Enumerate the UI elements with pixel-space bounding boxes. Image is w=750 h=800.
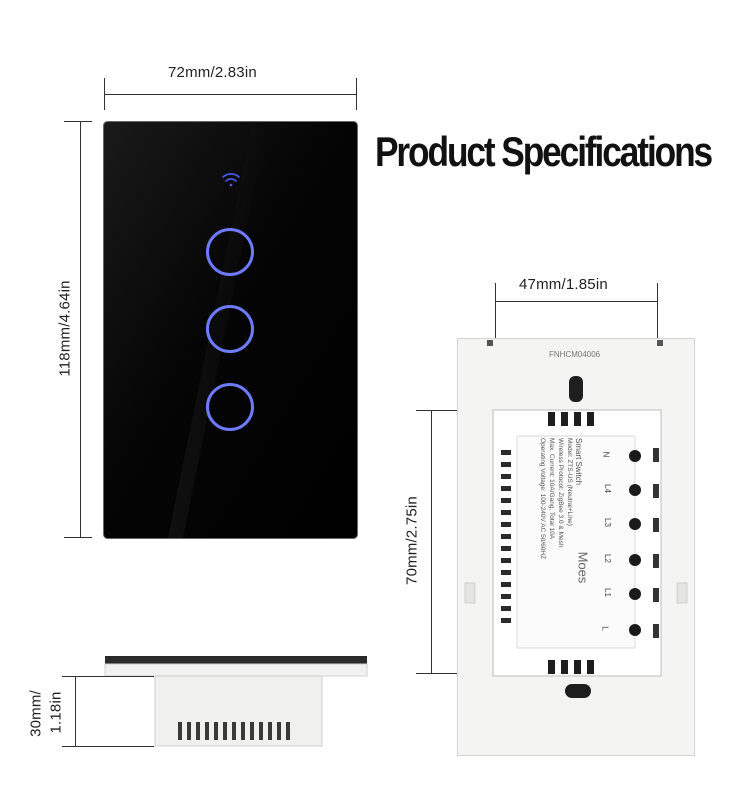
front-panel [103, 121, 358, 539]
touch-button-1 [206, 228, 254, 276]
serial-number: FNHCM04006 [549, 350, 601, 359]
touch-button-3 [206, 383, 254, 431]
front-height-tick-bottom [64, 537, 92, 538]
front-height-tick-top [64, 121, 92, 122]
terminal-label-l: L [600, 626, 610, 631]
module-width-label: 47mm/1.85in [519, 276, 608, 293]
terminal-label-l1: L1 [602, 588, 612, 597]
module-height-tick-bottom [416, 673, 494, 674]
front-width-line [104, 94, 357, 95]
module-height-line [431, 410, 432, 674]
depth-label-line1: 30mm/ [27, 690, 45, 737]
brand-logo: Moes [575, 551, 591, 584]
page-title: Product Specifications [375, 128, 713, 175]
touch-button-2 [206, 305, 254, 353]
side-view [104, 656, 368, 747]
module-height-tick-top [416, 410, 494, 411]
back-view: FNHCM04006 Smart Switch Model: ZTS-US (N… [457, 338, 695, 756]
label-line: Wireless Protocol: ZigBee 3.0 & Mesh [557, 438, 564, 548]
front-height-label: 118mm/4.64in [56, 280, 74, 377]
back-view-drawing [457, 338, 695, 756]
product-label-text: Smart Switch Model: ZTS-US (Neutral+Line… [523, 438, 583, 658]
terminal-label-l2: L2 [602, 554, 612, 563]
label-line: Smart Switch [574, 438, 583, 486]
module-width-line [495, 301, 658, 302]
label-line: Max. Current: 10A/Gang, Total 10A [548, 438, 555, 540]
depth-tick-top [62, 676, 154, 677]
terminal-label-n: N [601, 451, 611, 458]
depth-line [75, 676, 76, 746]
depth-label-line2: 1.18in [47, 691, 65, 734]
module-height-label: 70mm/2.75in [403, 496, 421, 585]
terminal-label-l4: L4 [602, 484, 612, 493]
wifi-icon [222, 173, 240, 187]
label-line: Model: ZTS-US (Neutral+Line) [566, 438, 573, 526]
terminal-label-l3: L3 [602, 518, 612, 527]
front-width-label: 72mm/2.83in [168, 64, 257, 81]
label-line: Operating Voltage: 100-240V AC 50/60HZ [539, 438, 546, 560]
front-height-line [80, 121, 81, 538]
depth-tick-bottom [62, 746, 154, 747]
